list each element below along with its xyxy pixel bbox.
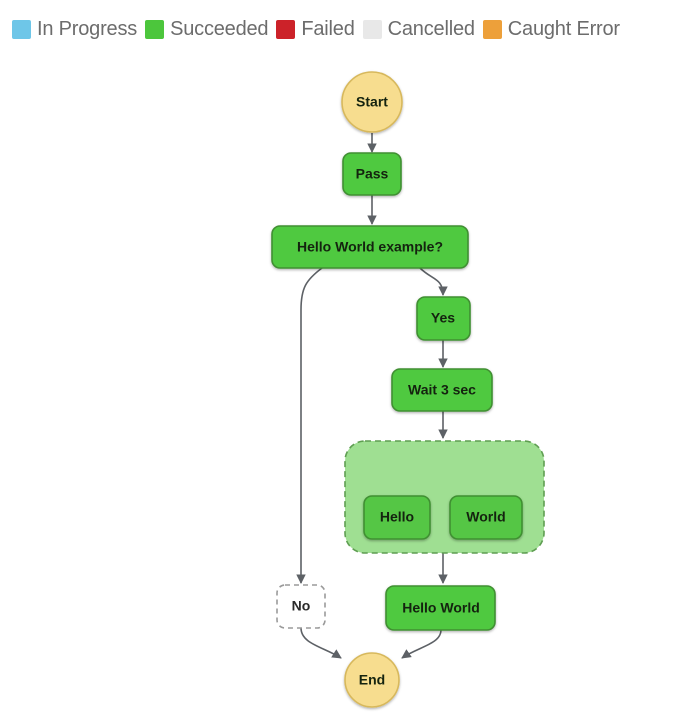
node-choice-label: Hello World example? (297, 239, 443, 255)
edge-helloworld-end (401, 629, 442, 659)
node-start[interactable]: Start (341, 71, 403, 133)
legend-item-failed: Failed (276, 17, 355, 41)
legend-swatch-cancelled (362, 19, 382, 39)
legend-item-in-progress: In Progress (12, 18, 137, 41)
node-yes-shape (416, 296, 471, 341)
legend-label-succeeded: Succeeded (170, 17, 269, 40)
node-helloworld[interactable]: Hello World (385, 585, 496, 631)
node-hello[interactable]: Hello (363, 495, 431, 540)
node-wait[interactable]: Wait 3 sec (391, 368, 493, 412)
edge-no-end (300, 627, 342, 659)
node-helloworld-shape (385, 585, 496, 631)
workflow-graph: Start Pass Hello World example? Yes Wait… (271, 71, 545, 708)
node-start-shape (341, 71, 403, 133)
node-world[interactable]: World (449, 495, 523, 540)
node-start-label: Start (356, 94, 388, 110)
node-wait-shape (391, 368, 493, 412)
node-choice[interactable]: Hello World example? (271, 225, 469, 269)
node-pass-shape (342, 152, 402, 196)
status-legend: In Progress Succeeded Failed Cancelled C… (0, 0, 700, 58)
node-helloworld-label: Hello World (402, 600, 480, 616)
legend-swatch-in-progress (12, 19, 31, 39)
node-pass[interactable]: Pass (342, 152, 402, 196)
legend-label-cancelled: Cancelled (387, 17, 475, 40)
node-hello-label: Hello (380, 509, 414, 525)
node-end-label: End (359, 672, 385, 688)
node-hello-shape (363, 495, 431, 540)
edge-choice-yes (419, 267, 448, 296)
node-world-label: World (466, 509, 505, 525)
legend-label-in-progress: In Progress (37, 17, 138, 40)
node-pass-label: Pass (356, 166, 389, 182)
node-wait-label: Wait 3 sec (408, 382, 476, 398)
legend-swatch-caught-error (482, 19, 502, 39)
node-yes[interactable]: Yes (416, 296, 471, 341)
node-yes-label: Yes (431, 310, 455, 326)
legend-item-caught-error: Caught Error (482, 17, 620, 41)
node-end-shape (344, 652, 400, 708)
node-world-shape (449, 495, 523, 540)
node-no-label: No (292, 598, 311, 614)
legend-item-cancelled: Cancelled (362, 17, 475, 41)
legend-label-caught-error: Caught Error (507, 17, 620, 40)
legend-item-succeeded: Succeeded (145, 17, 269, 41)
node-end[interactable]: End (344, 652, 400, 708)
node-choice-shape (271, 225, 469, 269)
legend-label-failed: Failed (301, 17, 355, 40)
edge-choice-no (296, 267, 323, 584)
node-no-shape (276, 584, 326, 629)
legend-swatch-succeeded (145, 19, 165, 39)
legend-swatch-failed (276, 19, 296, 39)
node-no[interactable]: No (276, 584, 326, 629)
